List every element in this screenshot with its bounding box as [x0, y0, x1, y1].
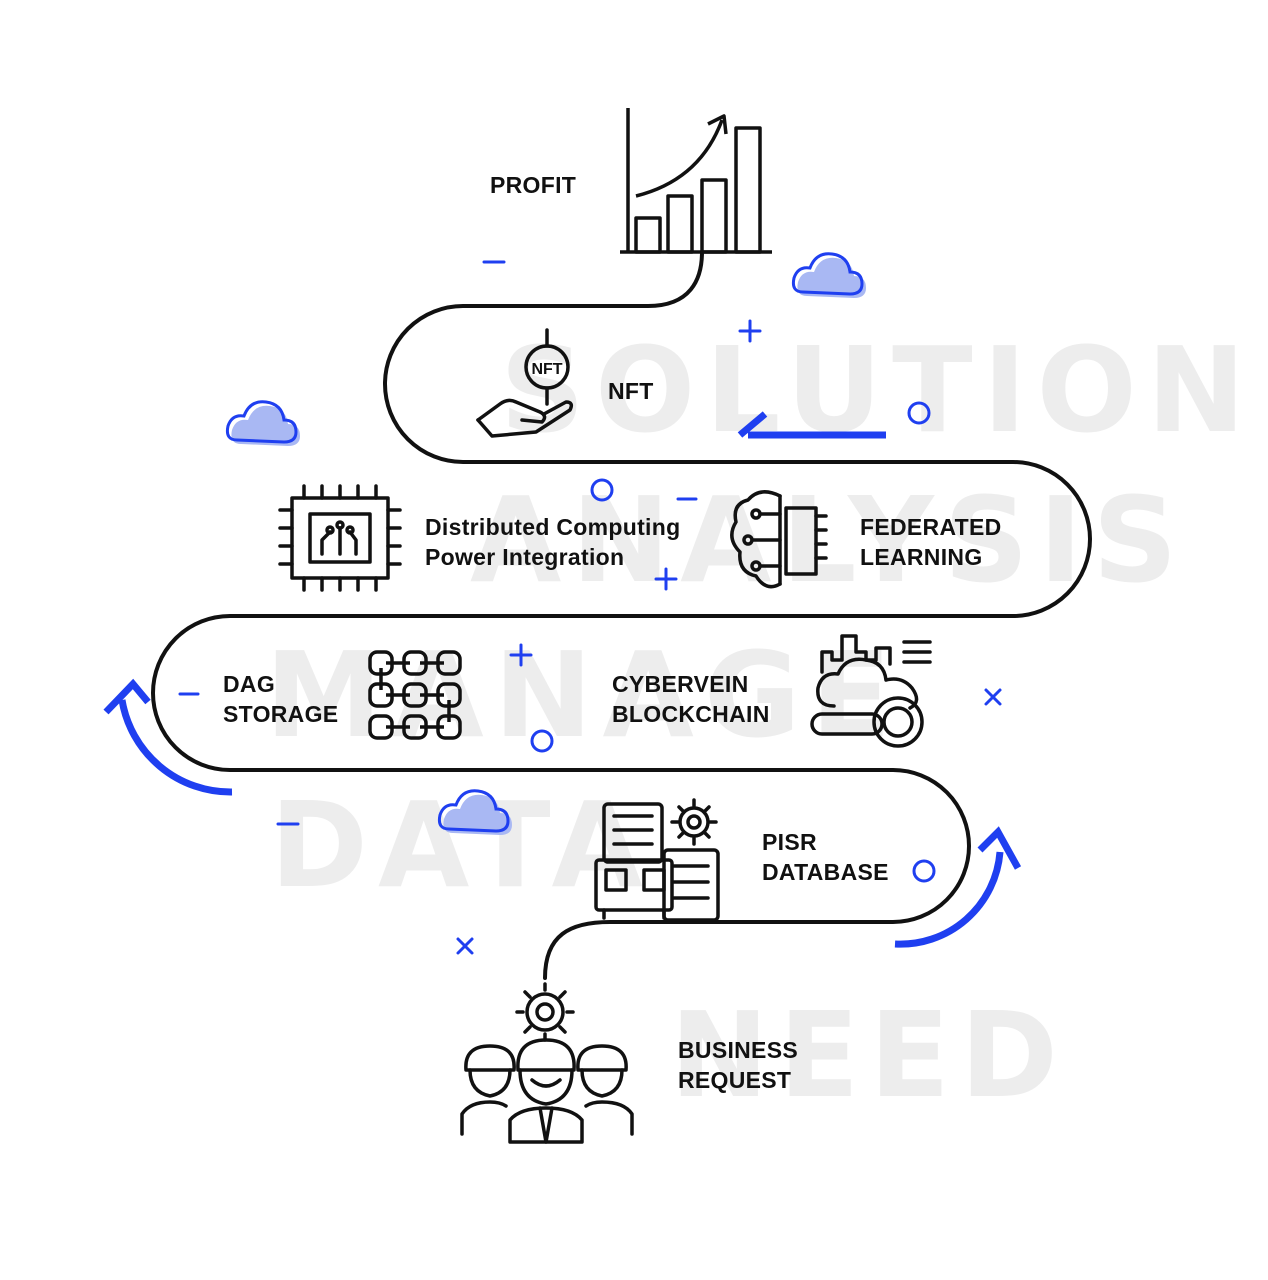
cybervein-line-2: BLOCKCHAIN [612, 701, 770, 727]
dag-line-2: STORAGE [223, 701, 339, 727]
right-arrowhead [977, 826, 1022, 870]
nft-hand-icon [476, 328, 574, 438]
plus-decor [654, 567, 678, 591]
federated-line-2: LEARNING [860, 544, 983, 570]
accent-arrows [103, 411, 1022, 948]
cloud-icon [225, 400, 300, 446]
team-gear-icon [460, 982, 634, 1144]
pisr-line-1: PISR [762, 829, 817, 855]
pisr-line-2: DATABASE [762, 859, 889, 885]
right-curved-arrow [894, 851, 1004, 948]
circle-decor [590, 478, 614, 502]
watermark-solution: SOLUTION [500, 321, 1256, 459]
nft-badge-text: NFT [531, 361, 562, 378]
plus-decor [509, 643, 533, 667]
cybervein-line-1: CYBERVEIN [612, 671, 749, 697]
business-line-2: REQUEST [678, 1067, 792, 1093]
circle-decor [912, 859, 936, 883]
chip-icon [278, 484, 402, 592]
nft-arrowhead [737, 411, 768, 438]
distributed-line-1: Distributed Computing [425, 514, 681, 540]
watermark-analysis: ANALYSIS [470, 471, 1188, 609]
left-arrowhead [103, 678, 151, 715]
business-request-label: BUSINESS REQUEST [678, 1035, 798, 1095]
left-curved-arrow [118, 699, 233, 796]
profit-label: PROFIT [490, 170, 576, 200]
pisr-database-label: PISR DATABASE [762, 827, 889, 887]
server-gear-icon [594, 798, 720, 922]
dag-line-1: DAG [223, 671, 276, 697]
cross-decor [984, 688, 1002, 706]
business-line-1: BUSINESS [678, 1037, 798, 1063]
chain-blocks-icon [368, 650, 462, 740]
nft-label-text: NFT [608, 378, 654, 404]
decor-symbols [178, 260, 1002, 955]
bar-chart-icon [620, 108, 772, 254]
cybervein-blockchain-label: CYBERVEIN BLOCKCHAIN [612, 669, 770, 729]
profit-label-text: PROFIT [490, 172, 577, 198]
distributed-computing-label: Distributed Computing Power Integration [425, 512, 680, 572]
watermark-need: NEED [670, 986, 1068, 1124]
circle-decor [907, 401, 931, 425]
circle-decor [530, 729, 554, 753]
dag-storage-label: DAG STORAGE [223, 669, 338, 729]
plus-decor [738, 319, 762, 343]
federated-line-1: FEDERATED [860, 514, 1002, 540]
cross-decor [456, 937, 474, 955]
distributed-line-2: Power Integration [425, 544, 625, 570]
federated-learning-label: FEDERATED LEARNING [860, 512, 1002, 572]
brain-chip-icon [730, 490, 828, 589]
cloud-search-icon [810, 634, 932, 748]
nft-label: NFT [608, 376, 654, 406]
cloud-icon [437, 789, 512, 835]
roadmap-path [151, 250, 1092, 980]
cloud-icon [791, 252, 866, 298]
